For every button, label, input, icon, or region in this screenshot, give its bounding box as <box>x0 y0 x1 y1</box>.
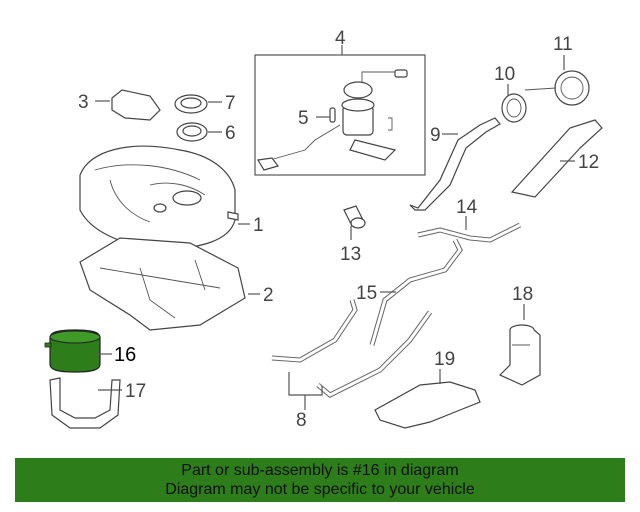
callout-15: 15 <box>356 283 377 304</box>
callout-5: 5 <box>298 108 309 129</box>
callout-8: 8 <box>296 410 307 431</box>
grommet-part-13 <box>343 205 366 229</box>
callout-9: 9 <box>430 125 441 146</box>
fuel-tank-shield <box>79 237 246 331</box>
filler-pipe-part-9 <box>409 117 501 211</box>
callout-17: 17 <box>125 381 146 402</box>
bracket-part-3 <box>111 89 161 121</box>
sender-unit-part-18 <box>498 324 541 386</box>
callout-13: 13 <box>340 244 361 265</box>
callout-11: 11 <box>553 34 573 55</box>
callout-7: 7 <box>225 93 236 114</box>
callout-12: 12 <box>578 152 599 173</box>
callout-18: 18 <box>512 284 533 305</box>
callout-4: 4 <box>335 28 346 49</box>
skid-plate-part-19 <box>374 381 481 429</box>
callout-10: 10 <box>494 64 515 85</box>
seal-ring-part-7 <box>174 94 208 114</box>
leader-lines <box>95 55 575 410</box>
callout-6: 6 <box>225 123 236 144</box>
tank-straps-part-8 <box>271 299 433 398</box>
callout-19: 19 <box>434 349 455 370</box>
heat-shield-part-12 <box>510 119 603 198</box>
info-banner-line-2: Diagram may not be specific to your vehi… <box>165 481 475 498</box>
fuel-tank <box>79 145 239 249</box>
fuel-cap-part-11 <box>524 70 590 106</box>
fuel-filter-part-16[interactable] <box>44 329 101 373</box>
seal-ring-part-6 <box>176 122 208 142</box>
callout-3: 3 <box>78 92 89 113</box>
callout-1: 1 <box>253 215 264 236</box>
callout-14: 14 <box>456 197 478 218</box>
filter-bracket-part-17 <box>49 377 121 429</box>
fuel-cap-ring-part-10 <box>501 93 527 123</box>
callout-16: 16 <box>114 344 136 366</box>
info-banner-line-1: Part or sub-assembly is #16 in diagram <box>181 462 459 479</box>
fuel-pump-module-box <box>254 45 426 176</box>
info-banner: Part or sub-assembly is #16 in diagram D… <box>15 458 625 502</box>
callout-2: 2 <box>263 285 274 306</box>
